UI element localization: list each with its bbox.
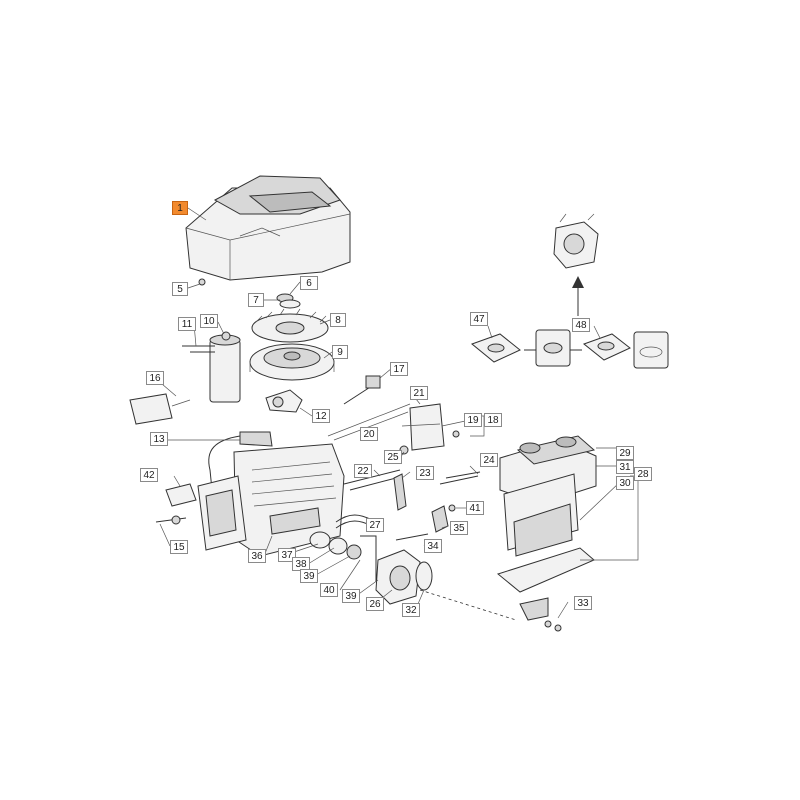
kit-detail-box <box>535 329 571 367</box>
oring-detail-box <box>633 331 669 369</box>
stop-switch-part[interactable] <box>265 389 303 413</box>
callout-41[interactable]: 41 <box>466 501 484 515</box>
carburetor-gasket-part[interactable] <box>415 561 433 591</box>
throttle-control-part[interactable] <box>409 403 471 451</box>
mounting-bracket-part[interactable] <box>155 483 197 525</box>
callout-6[interactable]: 6 <box>300 276 318 290</box>
carburetor-assembly-inset[interactable] <box>553 213 599 269</box>
flywheel-nut-part[interactable] <box>276 293 301 309</box>
governor-linkage-part[interactable] <box>327 375 411 491</box>
callout-29[interactable]: 29 <box>616 446 634 460</box>
cooling-fan-part[interactable] <box>251 308 329 343</box>
gasket-kit-48-part[interactable] <box>582 333 631 361</box>
flywheel-part[interactable] <box>249 343 335 381</box>
callout-35[interactable]: 35 <box>450 521 468 535</box>
electronic-module-part[interactable] <box>129 393 191 425</box>
callout-31[interactable]: 31 <box>616 460 634 474</box>
callout-16[interactable]: 16 <box>146 371 164 385</box>
carburetor-part[interactable] <box>375 504 456 605</box>
callout-8[interactable]: 8 <box>330 313 346 327</box>
callout-21[interactable]: 21 <box>410 386 428 400</box>
callout-34[interactable]: 34 <box>424 539 442 553</box>
callout-19[interactable]: 19 <box>464 413 482 427</box>
callout-33[interactable]: 33 <box>574 596 592 610</box>
callout-23[interactable]: 23 <box>416 466 434 480</box>
callout-1[interactable]: 1 <box>172 201 188 215</box>
screw-part[interactable] <box>198 278 206 286</box>
callout-24[interactable]: 24 <box>480 453 498 467</box>
callout-7[interactable]: 7 <box>248 293 264 307</box>
callout-39-lower[interactable]: 39 <box>342 589 360 603</box>
callout-10[interactable]: 10 <box>200 314 218 328</box>
callout-18[interactable]: 18 <box>484 413 502 427</box>
callout-15[interactable]: 15 <box>170 540 188 554</box>
assembly-leader-line <box>419 589 517 621</box>
callout-26[interactable]: 26 <box>366 597 384 611</box>
callout-11[interactable]: 11 <box>178 317 196 331</box>
engine-cover-part[interactable] <box>185 175 351 281</box>
callout-42[interactable]: 42 <box>140 468 158 482</box>
ignition-coil-part[interactable] <box>182 331 241 403</box>
engine-block-part[interactable] <box>197 443 345 557</box>
callout-25[interactable]: 25 <box>384 450 402 464</box>
callout-22[interactable]: 22 <box>354 464 372 478</box>
air-filter-screws-part[interactable] <box>544 620 562 632</box>
callout-30[interactable]: 30 <box>616 476 634 490</box>
callout-9[interactable]: 9 <box>332 345 348 359</box>
callout-32[interactable]: 32 <box>402 603 420 617</box>
intake-gaskets-part[interactable] <box>309 531 377 582</box>
callout-12[interactable]: 12 <box>312 409 330 423</box>
callout-47[interactable]: 47 <box>470 312 488 326</box>
callout-20[interactable]: 20 <box>360 427 378 441</box>
callout-13[interactable]: 13 <box>150 432 168 446</box>
callout-37[interactable]: 37 <box>278 548 296 562</box>
callout-17[interactable]: 17 <box>390 362 408 376</box>
callout-5[interactable]: 5 <box>172 282 188 296</box>
callout-48[interactable]: 48 <box>572 318 590 332</box>
callout-39[interactable]: 39 <box>300 569 318 583</box>
callout-40[interactable]: 40 <box>320 583 338 597</box>
callout-27[interactable]: 27 <box>366 518 384 532</box>
up-arrow-icon <box>572 276 584 316</box>
callout-36[interactable]: 36 <box>248 549 266 563</box>
gasket-kit-47-part[interactable] <box>470 333 521 363</box>
callout-28[interactable]: 28 <box>634 467 652 481</box>
air-filter-assembly-part[interactable] <box>496 435 597 621</box>
